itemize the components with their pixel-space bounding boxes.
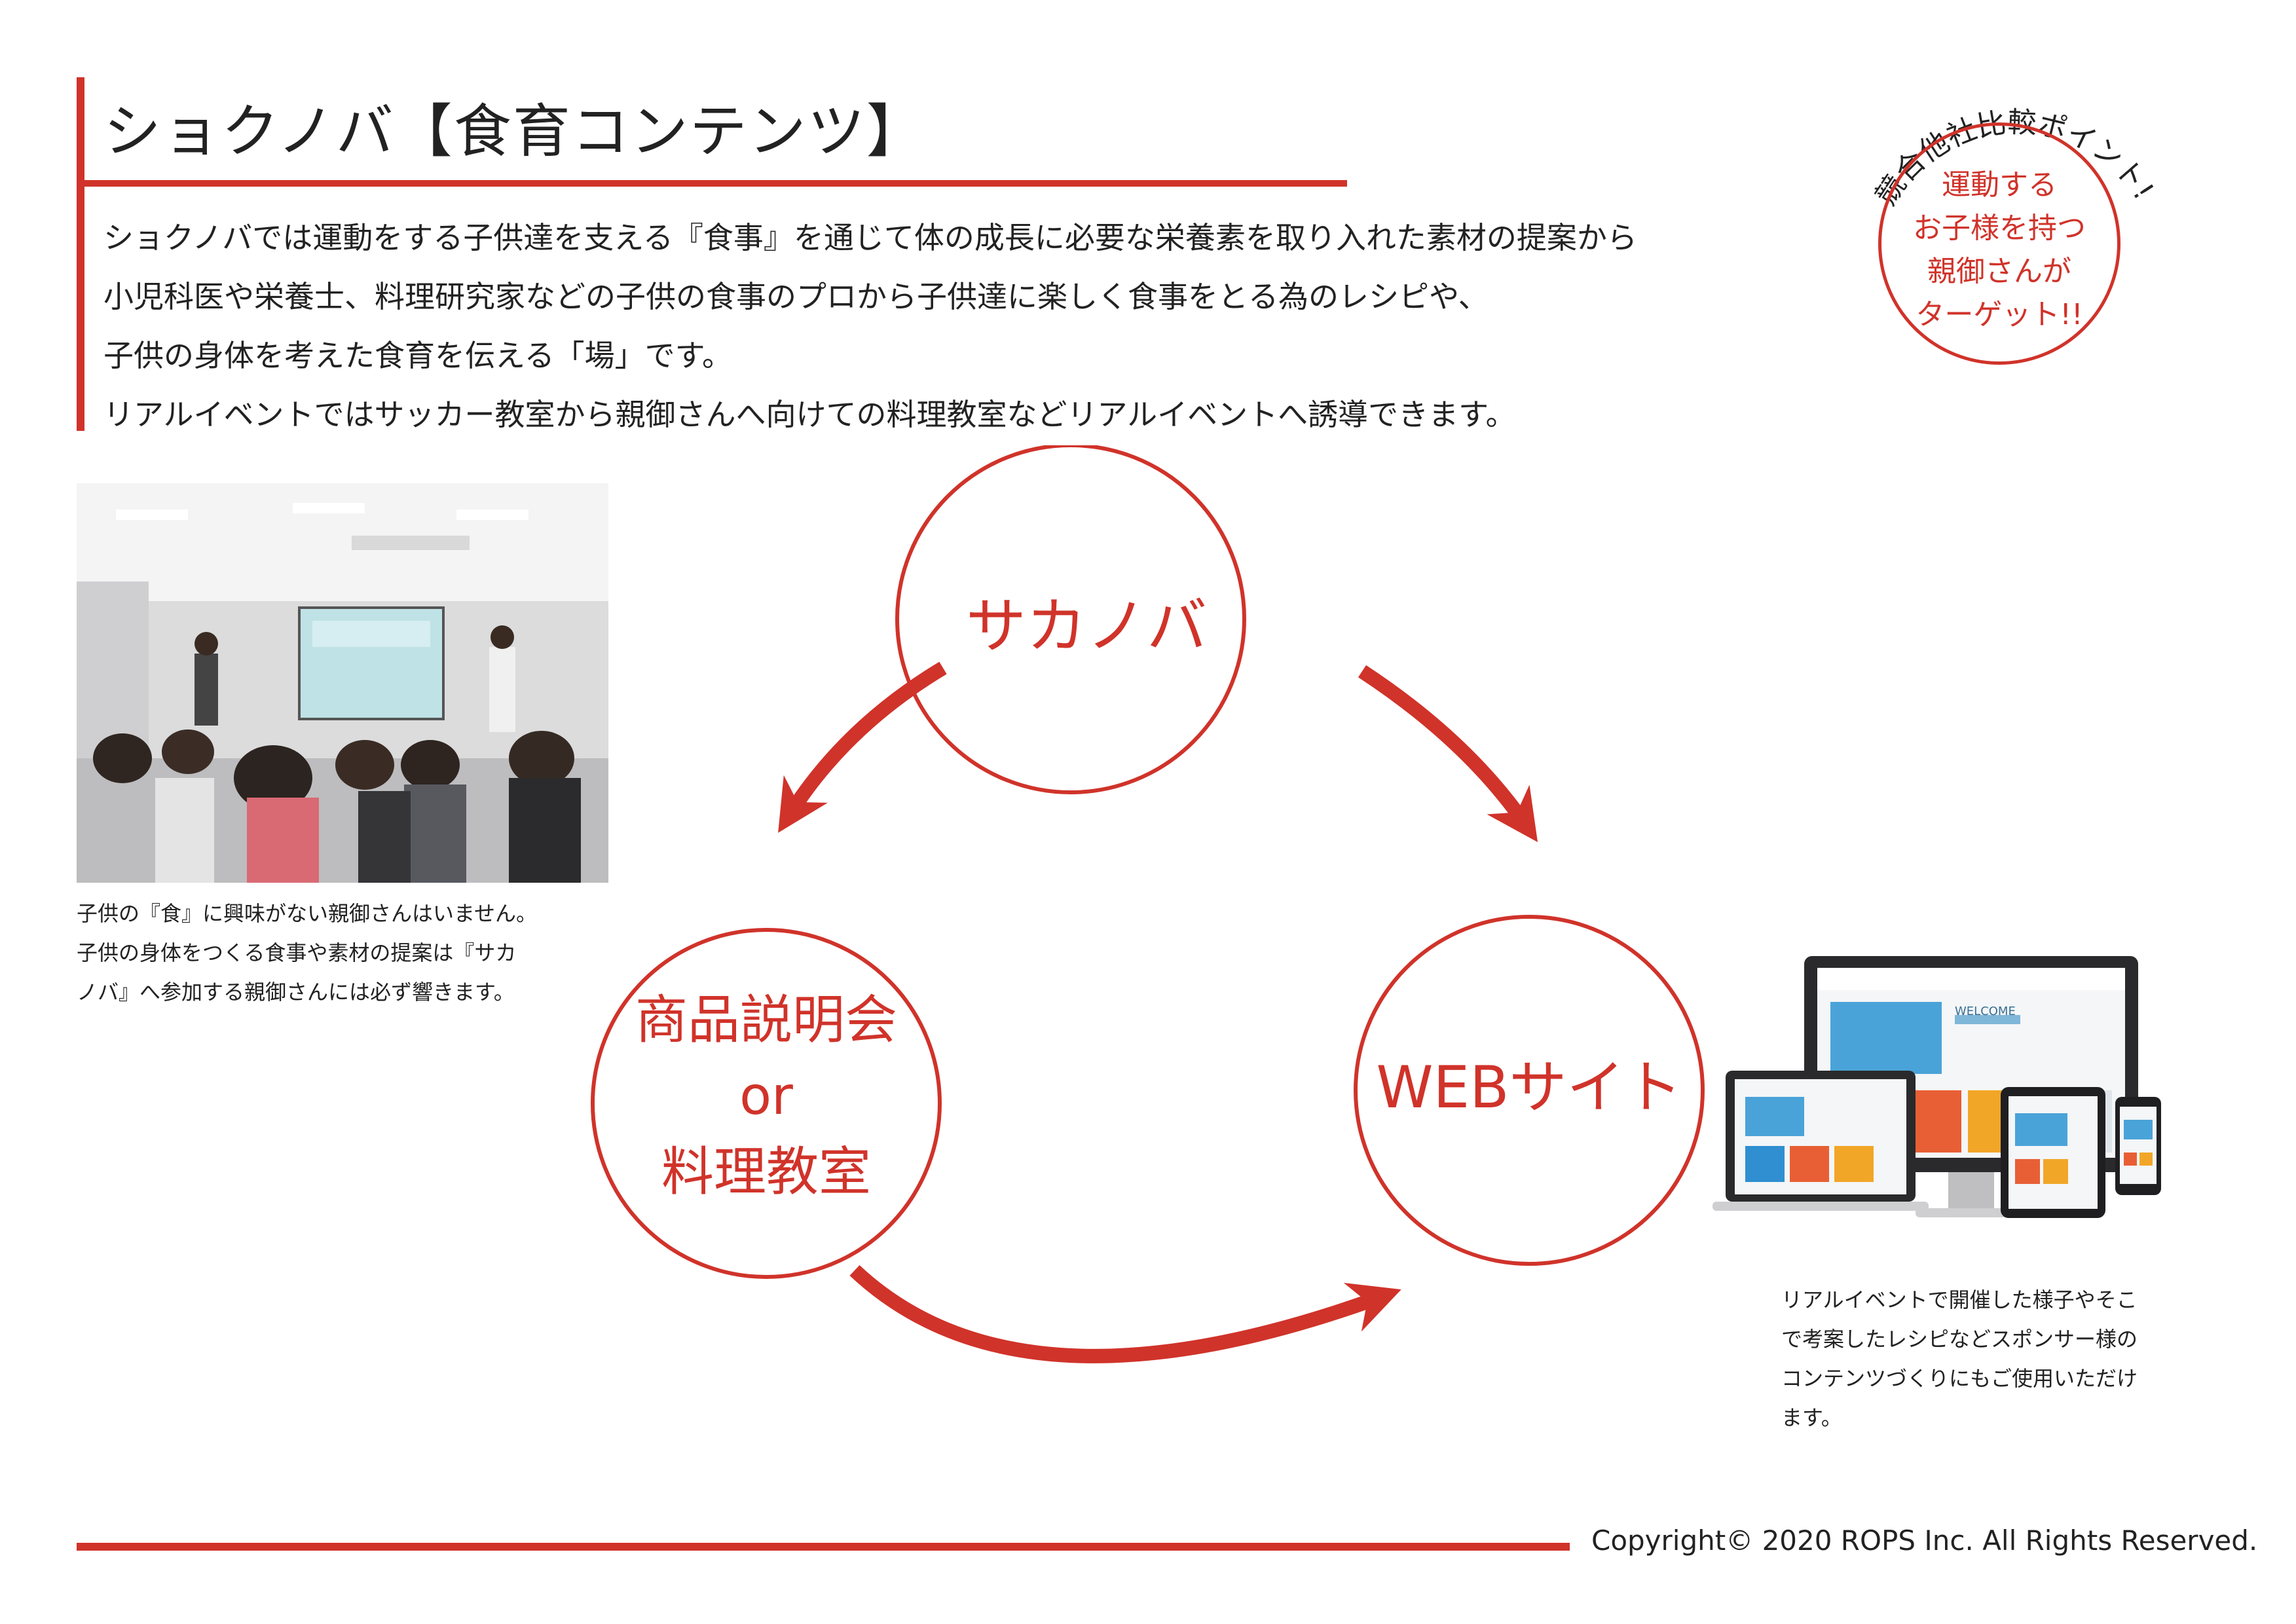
intro-line: ショクノバでは運動をする子供達を支える『食事』を通じて体の成長に必要な栄養素を取… <box>103 220 1637 255</box>
circle-web <box>1354 915 1705 1266</box>
circle-sakanoba <box>895 445 1246 794</box>
caption-line: 子供の身体をつくる食事や素材の提案は『サカ <box>77 940 517 965</box>
caption-line: ます。 <box>1781 1405 1842 1430</box>
arrow-event-to-web <box>849 1264 1401 1363</box>
intro-line: 子供の身体を考えた食育を伝える「場」です。 <box>103 338 733 373</box>
device-welcome-text: WELCOME <box>1955 1005 2016 1018</box>
footer-rule <box>77 1543 1570 1551</box>
arrow-sakanoba-to-web <box>1358 665 1538 843</box>
label-event: 商品説明会 or 料理教室 <box>593 982 940 1210</box>
caption-line: 子供の『食』に興味がない親御さんはいません。 <box>77 901 538 926</box>
label-web: WEBサイト <box>1376 1054 1682 1121</box>
caption-line: で考案したレシピなどスポンサー様の <box>1781 1327 2138 1352</box>
caption-line: リアルイベントで開催した様子やそこ <box>1781 1287 2138 1312</box>
intro-text: ショクノバでは運動をする子供達を支える『食事』を通じて体の成長に必要な栄養素を取… <box>103 208 1773 444</box>
responsive-devices-illustration: WELCOME <box>1713 956 2210 1264</box>
caption-line: ノバ』へ参加する親御さんには必ず響きます。 <box>77 980 515 1005</box>
label-event-line: 料理教室 <box>661 1141 871 1202</box>
intro-line: リアルイベントではサッカー教室から親御さんへ向けての料理教室などリアルイベントへ… <box>103 397 1516 432</box>
copyright-text: Copyright© 2020 ROPS Inc. All Rights Res… <box>1591 1524 2258 1557</box>
cycle-diagram <box>591 445 1705 1363</box>
classroom-photo <box>77 483 608 883</box>
badge-line: ターゲット!! <box>1916 298 2083 331</box>
circle-event <box>591 928 942 1279</box>
caption-line: コンテンツづくりにもご使用いただけ <box>1781 1366 2138 1391</box>
label-event-line: or <box>739 1065 793 1126</box>
badge-line: 親御さんが <box>1927 255 2071 288</box>
label-sakanoba: サカノバ <box>966 591 1208 661</box>
badge-text: 運動する お子様を持つ 親御さんが ターゲット!! <box>1878 164 2120 337</box>
title-accent-bar <box>77 77 84 431</box>
badge-line: お子様を持つ <box>1913 212 2086 245</box>
intro-line: 小児科医や栄養士、料理研究家などの子供の食事のプロから子供達に楽しく食事をとる為… <box>103 279 1489 314</box>
arrow-sakanoba-to-event <box>778 661 947 833</box>
badge-line: 運動する <box>1942 168 2057 202</box>
caption-left: 子供の『食』に興味がない親御さんはいません。 子供の身体をつくる食事や素材の提案… <box>77 894 620 1012</box>
badge-circle <box>1878 122 2120 365</box>
caption-right: リアルイベントで開催した様子やそこ で考案したレシピなどスポンサー様の コンテン… <box>1781 1280 2240 1437</box>
title-underline <box>77 180 1347 187</box>
page-title: ショクノバ【食育コンテンツ】 <box>103 98 925 165</box>
label-event-line: 商品説明会 <box>635 989 897 1050</box>
